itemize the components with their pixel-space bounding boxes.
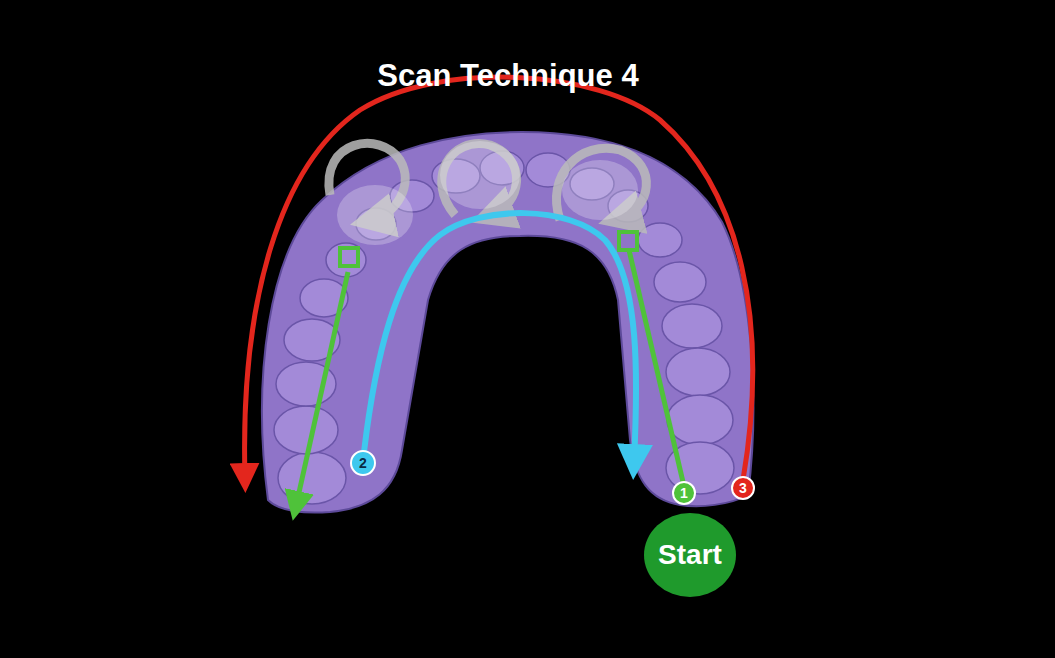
callout-number: 3 (731, 476, 755, 500)
node-text: Start (658, 539, 722, 571)
end-square (340, 248, 358, 266)
dental-arch (262, 132, 753, 513)
occlusal-pass-arrow (296, 272, 348, 506)
lingual-pass-arrow (364, 213, 636, 462)
node-text: 3 (739, 480, 747, 496)
callout-number: 1 (672, 481, 696, 505)
title: Scan Technique 4 (377, 58, 638, 94)
callout-number: 2 (350, 450, 376, 476)
start-square (619, 232, 637, 250)
node-text: 1 (680, 485, 688, 501)
node-text: 2 (359, 455, 367, 471)
buccal-pass-arrow (245, 77, 753, 480)
start-circle: Start (644, 513, 736, 597)
occlusal-pass-line (629, 250, 683, 482)
